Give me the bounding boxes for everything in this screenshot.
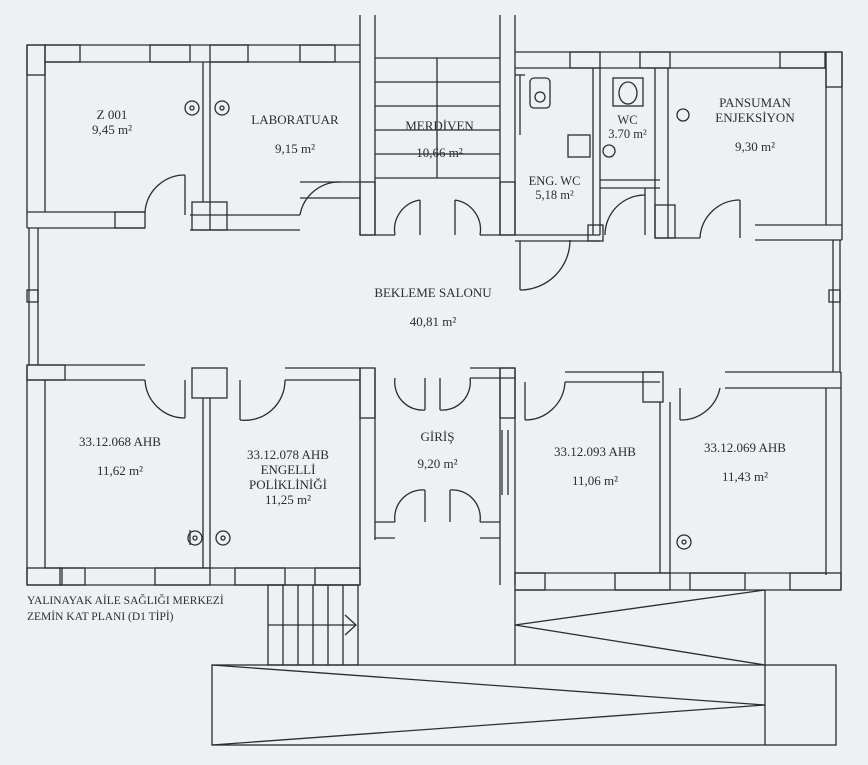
room-stairs-label: MERDİVEN 10,66 m² xyxy=(392,118,487,161)
room-ahb078-name-1: 33.12.078 AHB xyxy=(247,447,329,462)
windows xyxy=(26,44,843,591)
room-engwc-area: 5,18 m² xyxy=(535,188,574,203)
room-bekleme-area: 40,81 m² xyxy=(409,313,457,329)
room-wc-area: 3.70 m² xyxy=(608,127,647,142)
room-pansuman-label: PANSUMAN ENJEKSİYON 9,30 m² xyxy=(700,95,810,155)
room-bekleme-label: BEKLEME SALONU 40,81 m² xyxy=(358,285,508,330)
room-lab-area: 9,15 m² xyxy=(274,140,315,156)
upper-doors xyxy=(144,174,741,291)
room-lab-name: LABORATUAR xyxy=(251,112,339,127)
room-ahb078-label: 33.12.078 AHB ENGELLİ POLİKLİNİĞİ 11,25 … xyxy=(218,447,358,508)
lower-partitions xyxy=(26,364,841,585)
room-pansuman-name-1: PANSUMAN xyxy=(719,95,791,110)
room-ahb069-name: 33.12.069 AHB xyxy=(704,440,786,455)
room-ahb093-label: 33.12.093 AHB 11,06 m² xyxy=(530,444,660,489)
room-lab-label: LABORATUAR 9,15 m² xyxy=(235,112,355,157)
plan-title-line2: ZEMİN KAT PLANI (D1 TİPİ) xyxy=(27,610,174,623)
room-stairs-name: MERDİVEN xyxy=(405,118,474,133)
room-engwc-label: ENG. WC 5,18 m² xyxy=(522,174,587,203)
room-ahb068-area: 11,62 m² xyxy=(96,462,144,478)
room-pansuman-name-2: ENJEKSİYON xyxy=(715,109,795,125)
room-ahb068-name: 33.12.068 AHB xyxy=(79,434,161,449)
entrance-stairs xyxy=(267,584,359,666)
room-ahb078-area: 11,25 m² xyxy=(264,491,312,507)
room-stairs-area: 10,66 m² xyxy=(416,144,463,160)
room-giris-name: GİRİŞ xyxy=(420,429,455,444)
room-engwc-name: ENG. WC xyxy=(528,174,581,188)
room-wc-label: WC 3.70 m² xyxy=(600,113,655,142)
room-wc-name: WC xyxy=(617,113,638,127)
room-ahb069-label: 33.12.069 AHB 11,43 m² xyxy=(680,440,810,485)
room-ahb093-area: 11,06 m² xyxy=(571,472,619,488)
room-z001-label: Z 001 9,45 m² xyxy=(62,107,162,138)
room-ahb078-name-2: ENGELLİ xyxy=(260,461,316,477)
room-z001-area: 9,45 m² xyxy=(91,121,132,137)
room-ahb068-label: 33.12.068 AHB 11,62 m² xyxy=(55,434,185,479)
room-giris-label: GİRİŞ 9,20 m² xyxy=(390,429,485,472)
room-giris-area: 9,20 m² xyxy=(417,455,458,471)
room-ahb078-name-3: POLİKLİNİĞİ xyxy=(249,476,327,492)
entrance-ramp xyxy=(211,589,837,746)
lower-doors xyxy=(144,377,721,523)
room-z001-name: Z 001 xyxy=(96,107,128,122)
sanitary-fixtures xyxy=(184,74,692,550)
plan-title-line1: YALINAYAK AİLE SAĞLIĞI MERKEZİ xyxy=(27,595,224,607)
room-ahb093-name: 33.12.093 AHB xyxy=(554,444,636,459)
room-pansuman-area: 9,30 m² xyxy=(734,138,775,154)
plan-title: YALINAYAK AİLE SAĞLIĞI MERKEZİ ZEMİN KAT… xyxy=(27,594,224,625)
upper-partitions xyxy=(27,15,842,242)
room-bekleme-name: BEKLEME SALONU xyxy=(374,285,492,300)
room-ahb069-area: 11,43 m² xyxy=(721,468,769,484)
